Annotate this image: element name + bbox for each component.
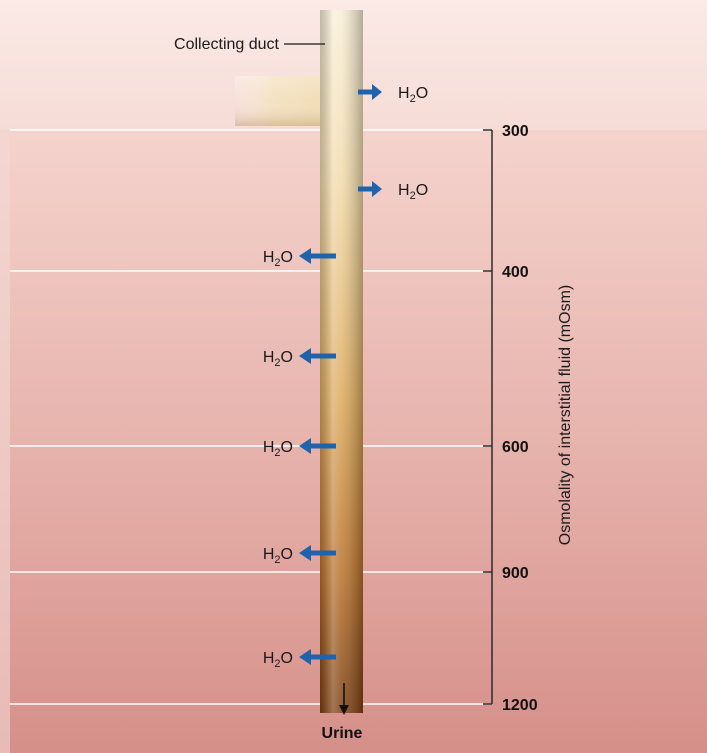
water-arrow-4: H2O [263, 348, 336, 369]
tick-label-900: 900 [502, 565, 529, 582]
water-arrow-1: H2O [358, 84, 428, 105]
tick-label-600: 600 [502, 439, 529, 456]
tick-label-300: 300 [502, 123, 529, 140]
axis-title: Osmolality of interstitial fluid (mOsm) [557, 285, 574, 546]
urine-label: Urine [322, 725, 363, 742]
water-arrow-3: H2O [263, 248, 336, 269]
osmolality-axis [483, 129, 493, 705]
water-label-4: H2O [263, 349, 293, 369]
collecting-duct-label: Collecting duct [174, 36, 280, 53]
water-arrow-7: H2O [263, 649, 336, 670]
tick-label-1200: 1200 [502, 697, 538, 714]
water-label-3: H2O [263, 249, 293, 269]
water-arrows: H2O H2O H2O H2O H2O H2O H2O [263, 84, 428, 670]
water-arrow-2: H2O [358, 181, 428, 202]
tick-label-400: 400 [502, 264, 529, 281]
water-arrow-5: H2O [263, 438, 336, 459]
water-label-6: H2O [263, 546, 293, 566]
water-label-2: H2O [398, 182, 428, 202]
water-label-5: H2O [263, 439, 293, 459]
water-arrow-6: H2O [263, 545, 336, 566]
water-label-1: H2O [398, 85, 428, 105]
left-edge [0, 130, 10, 753]
water-label-7: H2O [263, 650, 293, 670]
collecting-duct [320, 10, 363, 713]
urine-arrow [339, 683, 349, 715]
level-lines [10, 129, 492, 705]
